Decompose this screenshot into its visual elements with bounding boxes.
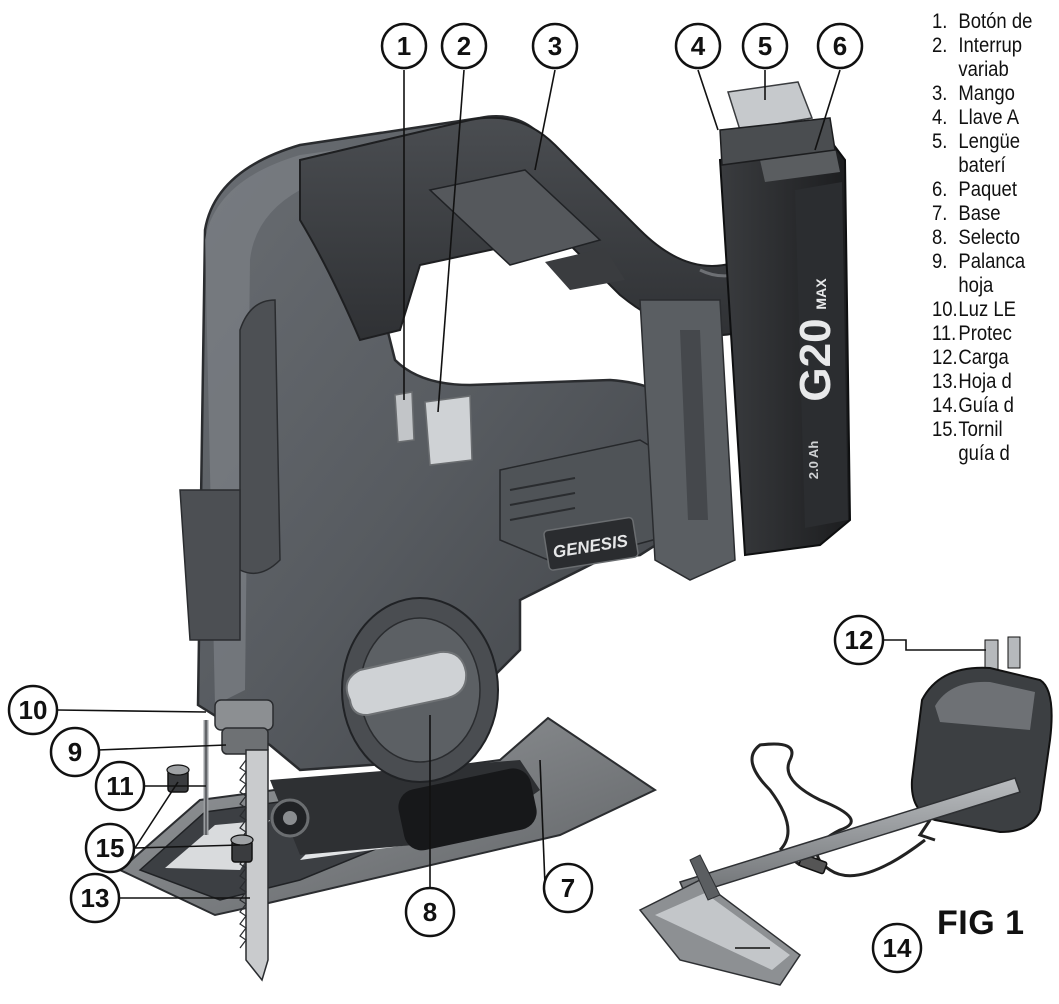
svg-text:2: 2: [457, 31, 471, 61]
svg-text:3: 3: [548, 31, 562, 61]
battery-release-tab: [727, 81, 814, 131]
callout-2: 2: [440, 22, 488, 70]
callout-7: 7: [542, 862, 594, 914]
base-mechanism: [270, 760, 540, 855]
legend-item: 9.Palanca: [932, 250, 1026, 273]
legend-item-continuation: baterí: [958, 154, 1006, 177]
leader-lines: [56, 69, 986, 949]
svg-text:6: 6: [833, 31, 847, 61]
callout-4: 4: [674, 22, 722, 70]
legend-item-continuation: hoja: [958, 274, 994, 297]
legend-item: 7.Base: [932, 202, 1001, 225]
rip-guide: [638, 777, 1021, 986]
battery-capacity-text: 2.0 Ah: [806, 441, 821, 480]
legend-item: 10.Luz LE: [932, 298, 1016, 321]
battery-model-text: G20: [791, 318, 840, 401]
saw-handle: [299, 116, 772, 342]
svg-text:9: 9: [68, 737, 82, 767]
legend-item-continuation: variab: [958, 58, 1009, 81]
legend-item: 4.Llave A: [932, 106, 1020, 129]
callout-5: 5: [741, 22, 789, 70]
svg-text:14: 14: [883, 933, 912, 963]
callout-15: 15: [84, 822, 136, 874]
svg-text:11: 11: [106, 771, 134, 801]
callout-11: 11: [94, 760, 146, 812]
trigger-switch: [394, 391, 473, 466]
legend-item: 13.Hoja d: [932, 370, 1012, 393]
legend-item: 3.Mango: [932, 82, 1015, 105]
callout-13: 13: [69, 872, 121, 924]
svg-text:13: 13: [81, 883, 110, 913]
legend-item: 12.Carga: [932, 346, 1009, 369]
legend-item: 6.Paquet: [932, 178, 1017, 201]
legend-item: 2.Interrup: [932, 34, 1023, 57]
callout-10: 10: [7, 684, 59, 736]
legend-item: 1.Botón de: [932, 10, 1033, 33]
legend-item-continuation: guía d: [958, 442, 1010, 465]
svg-text:15: 15: [96, 833, 125, 863]
legend-item: 8.Selecto: [932, 226, 1021, 249]
jigsaw: GENESIS: [118, 81, 852, 982]
speed-selector: [341, 597, 499, 783]
figure-label: FIG 1: [937, 904, 1025, 942]
svg-text:10: 10: [19, 695, 48, 725]
callout-1: 1: [380, 22, 428, 70]
callout-9: 9: [49, 726, 101, 778]
callouts: 1 2 3 4 5 6 7 8 9 10 11 12 13 14 15: [7, 22, 923, 974]
parts-legend: 1.Botón de 2.Interrup variab 3.Mango 4.L…: [932, 10, 1044, 466]
svg-text:5: 5: [758, 31, 772, 61]
svg-text:1: 1: [397, 31, 411, 61]
svg-text:7: 7: [561, 873, 575, 903]
callout-14: 14: [871, 922, 923, 974]
callout-12: 12: [833, 614, 885, 666]
legend-item: 14.Guía d: [932, 394, 1014, 417]
svg-text:4: 4: [691, 31, 706, 61]
legend-item: 11.Protec: [932, 322, 1012, 345]
lock-on-button: [394, 391, 415, 443]
svg-text:8: 8: [423, 897, 437, 927]
callout-8: 8: [404, 886, 456, 938]
svg-text:12: 12: [845, 625, 874, 655]
callout-3: 3: [531, 22, 579, 70]
legend-item: 5.Lengüe: [932, 130, 1021, 153]
battery-mount: [639, 299, 736, 581]
charger: [750, 636, 1053, 878]
callout-6: 6: [816, 22, 864, 70]
battery-pack: G20 MAX 2.0 Ah: [718, 81, 852, 557]
battery-max-text: MAX: [813, 278, 829, 310]
legend-item: 15.Tornil: [932, 418, 1003, 441]
